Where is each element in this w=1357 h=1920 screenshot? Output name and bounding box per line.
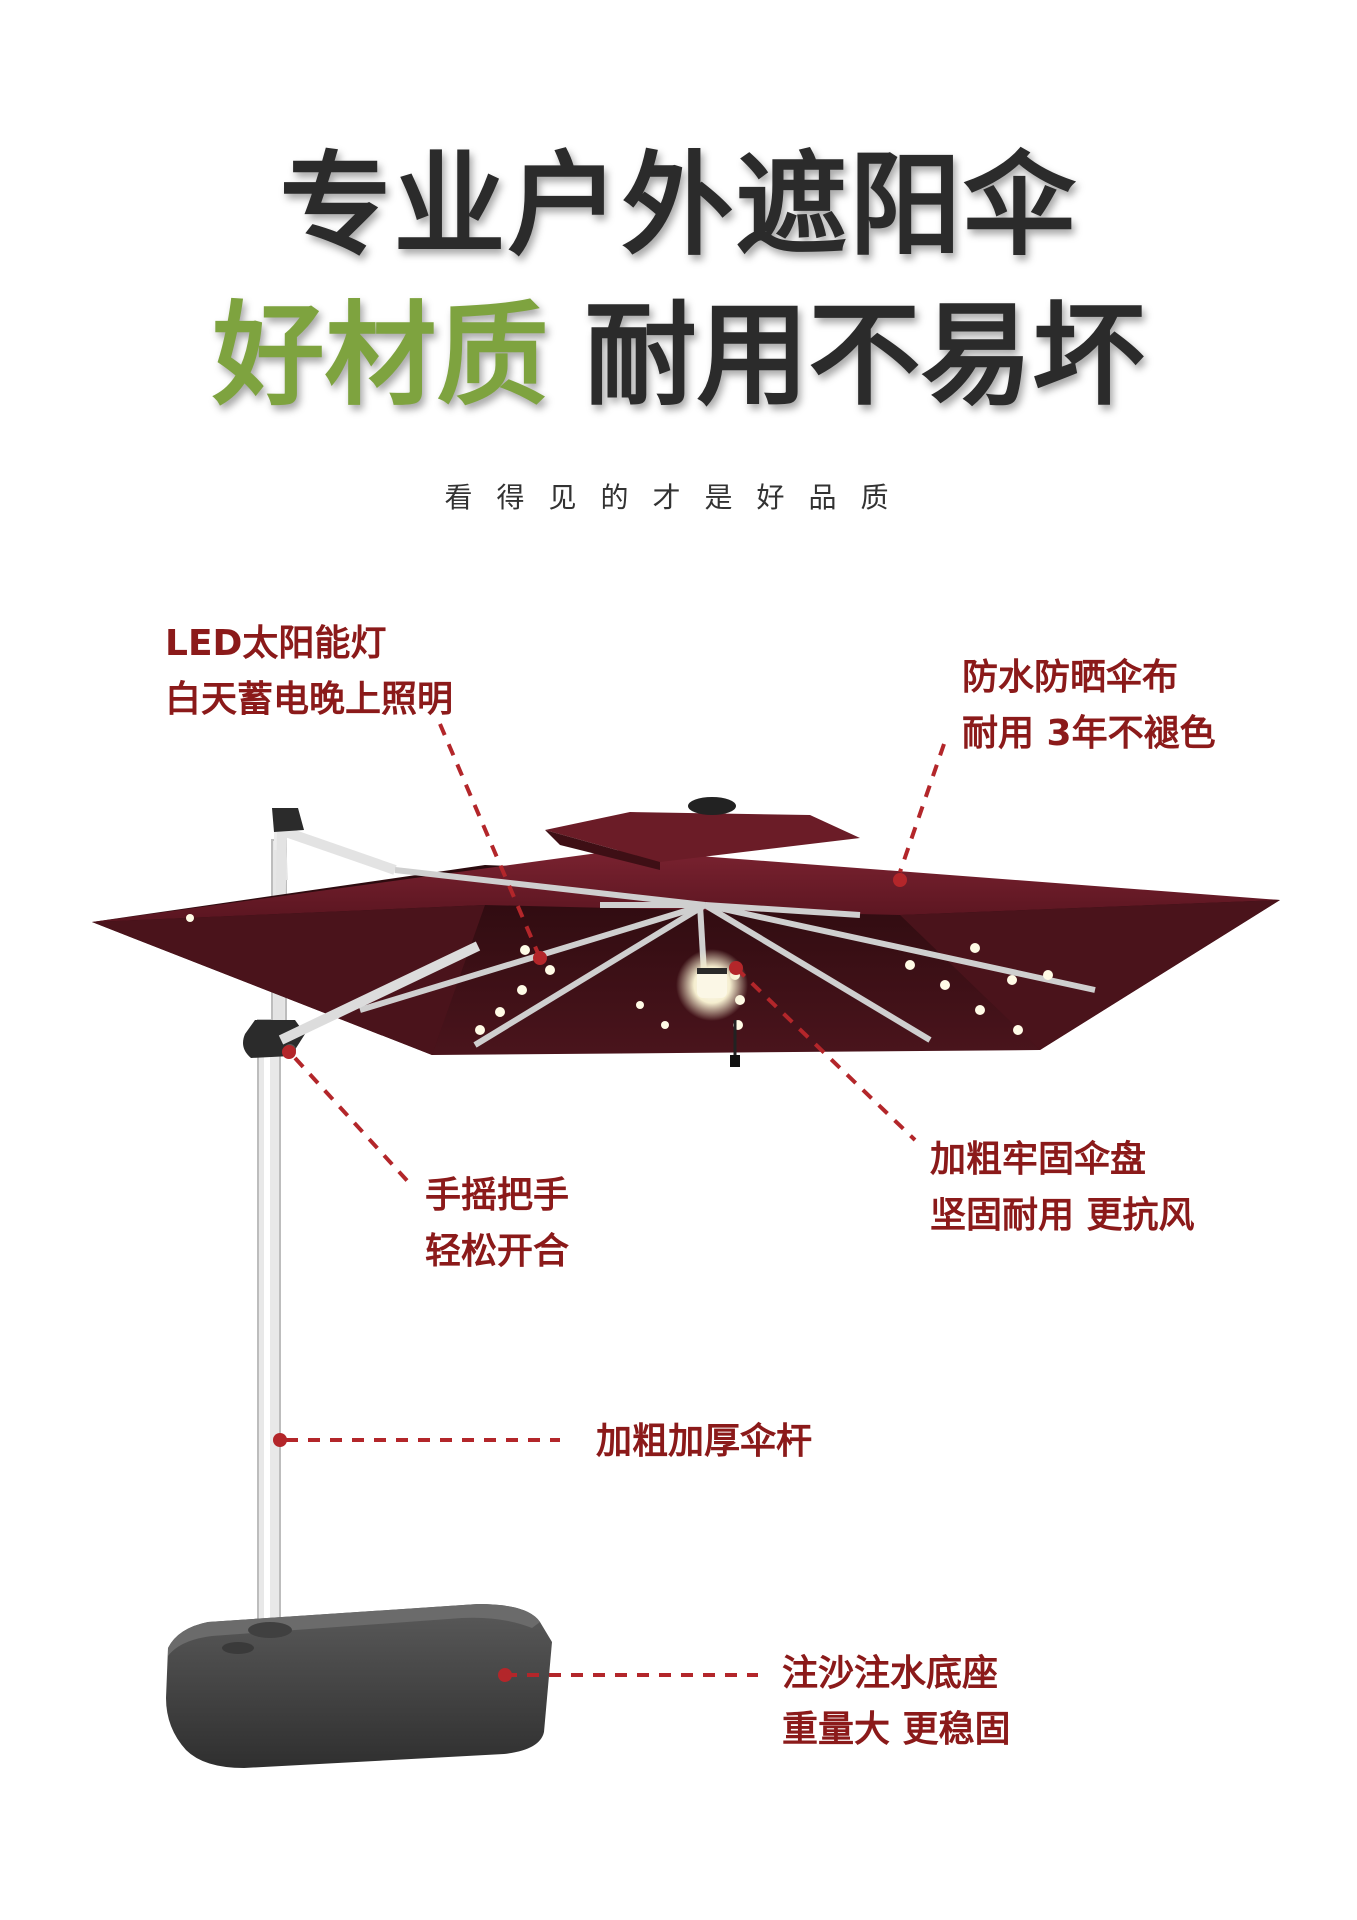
callout-base-line1: 注沙注水底座 (782, 1653, 999, 1694)
callout-canopy-line1: 防水防晒伞布 (962, 657, 1179, 698)
callout-hub-line1: 加粗牢固伞盘 (930, 1139, 1147, 1180)
canopy-vent (545, 797, 860, 870)
callout-pole: 加粗加厚伞杆 (596, 1414, 812, 1470)
top-bracket (272, 808, 304, 832)
callout-led-line2: 白天蓄电晚上照明 (165, 679, 454, 720)
headline-rest: 耐用不易坏 (584, 291, 1145, 421)
callout-handle-line2: 轻松开合 (425, 1231, 570, 1272)
callout-canopy: 防水防晒伞布 耐用 3年不褪色 (962, 650, 1216, 762)
callout-hub: 加粗牢固伞盘 坚固耐用 更抗风 (930, 1132, 1195, 1244)
callout-base: 注沙注水底座 重量大 更稳固 (782, 1646, 1011, 1758)
callout-led-light: LED太阳能灯 白天蓄电晚上照明 (165, 616, 453, 728)
callout-handle-line1: 手摇把手 (425, 1175, 570, 1216)
headline-secondary: 好材质耐用不易坏 (0, 300, 1357, 412)
callout-hub-line2: 坚固耐用 更抗风 (930, 1195, 1195, 1236)
callout-handle: 手摇把手 轻松开合 (425, 1168, 569, 1280)
ribs (359, 867, 1096, 1048)
callout-led-line1: LED太阳能灯 (165, 623, 387, 664)
callout-base-line2: 重量大 更稳固 (782, 1709, 1011, 1750)
water-base (166, 1604, 552, 1768)
canopy (92, 850, 1280, 922)
leader-dots (273, 873, 907, 1682)
headline-accent: 好材质 (212, 291, 549, 421)
callout-canopy-line2: 耐用 3年不褪色 (962, 713, 1216, 754)
callout-pole-line1: 加粗加厚伞杆 (596, 1421, 813, 1462)
subtitle: 看得见的才是好品质 (444, 481, 913, 514)
headline-main: 专业户外遮阳伞 (279, 141, 1078, 271)
leader-lines (286, 723, 946, 1677)
